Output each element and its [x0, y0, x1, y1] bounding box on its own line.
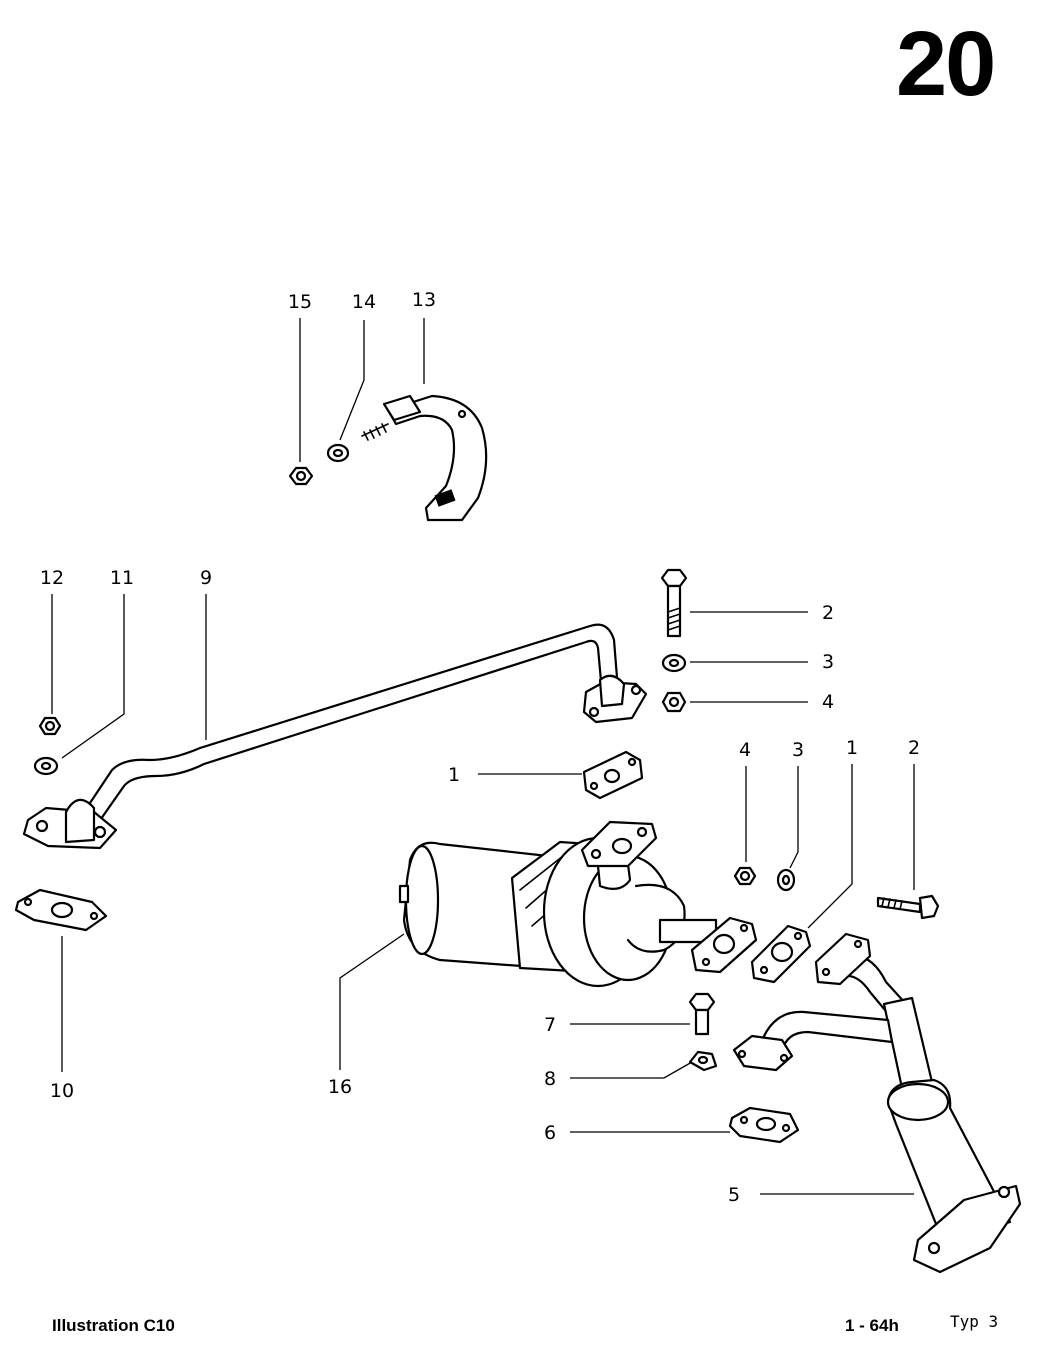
- nut-mid: [733, 866, 757, 886]
- gasket-upper: [582, 750, 644, 800]
- section-number: 20: [896, 13, 996, 115]
- gasket-right: [750, 924, 812, 984]
- bracket-clamp: [382, 394, 488, 522]
- page-reference: 1 - 64h: [845, 1316, 899, 1335]
- callout-11: 11: [110, 567, 134, 589]
- pipe-washer-left: [33, 756, 59, 776]
- bracket-nut: [288, 466, 314, 486]
- bracket-screw: [361, 423, 389, 441]
- flange-gasket-mid: [690, 916, 758, 974]
- callout-2-mid: 2: [908, 737, 920, 759]
- callout-1-upper: 1: [448, 764, 460, 786]
- callout-12: 12: [40, 567, 64, 589]
- callout-16: 16: [328, 1076, 352, 1098]
- callout-labels: 15 14 13 12 11 9 2 3 4 1 4 3 1 2 10 16 7…: [40, 289, 920, 1206]
- gasket-lower: [728, 1106, 800, 1144]
- washer-upper: [661, 653, 687, 673]
- type-label: Typ 3: [950, 1312, 999, 1331]
- callout-5: 5: [728, 1184, 740, 1206]
- callout-3-upper: 3: [822, 651, 834, 673]
- leader-lines: [51, 318, 915, 1195]
- callout-7: 7: [544, 1014, 556, 1036]
- callout-8: 8: [544, 1068, 556, 1090]
- callout-2-upper: 2: [822, 602, 834, 624]
- nut-lower: [688, 1050, 718, 1072]
- bolt-lower: [688, 992, 716, 1036]
- heater-unit: [398, 820, 718, 988]
- callout-9: 9: [200, 567, 212, 589]
- bolt-upper: [660, 568, 688, 638]
- illustration-caption: Illustration C10: [52, 1316, 175, 1335]
- exhaust-muffler: [732, 932, 1022, 1274]
- washer-mid: [776, 868, 796, 892]
- callout-3-mid: 3: [792, 739, 804, 761]
- bracket-washer: [326, 443, 350, 463]
- callout-1-mid: 1: [846, 737, 858, 759]
- bolt-mid: [876, 894, 940, 920]
- gasket-left: [14, 888, 108, 932]
- nut-upper: [661, 691, 687, 713]
- callout-6: 6: [544, 1122, 556, 1144]
- callout-4-mid: 4: [739, 739, 751, 761]
- callout-13: 13: [412, 289, 436, 311]
- long-pipe: [22, 623, 648, 850]
- callout-10: 10: [50, 1080, 74, 1102]
- callout-14: 14: [352, 291, 376, 313]
- callout-15: 15: [288, 291, 312, 313]
- callout-4-upper: 4: [822, 691, 834, 713]
- pipe-nut-left: [38, 716, 62, 736]
